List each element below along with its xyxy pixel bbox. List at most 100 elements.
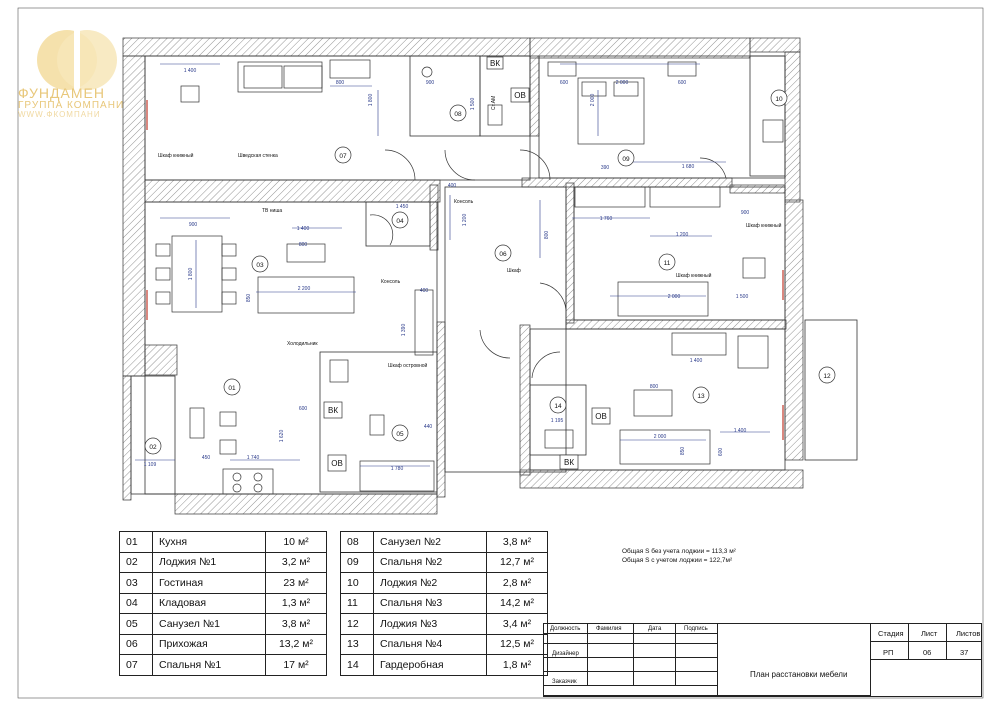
armchair-4 <box>737 335 769 369</box>
room-area: 17 м² <box>265 654 327 676</box>
room-name: Прихожая <box>152 633 266 655</box>
room-name: Лоджия №3 <box>373 613 487 635</box>
dim-800b: 800 <box>544 231 550 240</box>
room-number: 09 <box>340 551 374 573</box>
label-swedish-wall: Шведская стенка <box>238 153 278 159</box>
room-area: 13,2 м² <box>265 633 327 655</box>
dim-1500b: 1 500 <box>736 294 749 300</box>
stove <box>222 468 274 495</box>
dim-1400d: 1 400 <box>734 428 747 434</box>
bathtub <box>359 460 435 492</box>
room-area: 3,8 м² <box>265 613 327 635</box>
room-num-04: 04 <box>396 218 404 225</box>
doors <box>369 149 727 379</box>
label-island-wardrobe: Шкаф островной <box>388 362 427 369</box>
room-number: 12 <box>340 613 374 635</box>
room-number: 07 <box>119 654 153 676</box>
room-num-13: 13 <box>697 393 705 400</box>
room-num-07: 07 <box>339 153 347 160</box>
dimension-lines <box>135 63 770 467</box>
ob-label-1: ОВ <box>514 91 526 100</box>
room-number: 05 <box>119 613 153 635</box>
room-number: 14 <box>340 654 374 676</box>
bk-label-1: ВК <box>490 59 500 68</box>
room-name: Гостиная <box>152 572 266 594</box>
room-num-02: 02 <box>149 444 157 451</box>
room-number: 06 <box>119 633 153 655</box>
dim-850: 850 <box>246 294 252 303</box>
room-number: 03 <box>119 572 153 594</box>
room-name: Спальня №4 <box>373 633 487 655</box>
dim-1195: 1 195 <box>551 418 564 424</box>
room-number: 01 <box>119 531 153 553</box>
sheet-label: Лист <box>921 629 938 638</box>
room-name: Лоджия №1 <box>152 551 266 573</box>
dim-800d: 800 <box>650 384 659 390</box>
dim-1500a: 1 500 <box>470 98 476 111</box>
room-number: 08 <box>340 531 374 553</box>
room-number: 04 <box>119 592 153 614</box>
stamp-position-header: Должность <box>550 626 581 632</box>
logo-subtitle: ГРУППА КОМПАНИ <box>18 100 125 111</box>
room-name: Спальня №1 <box>152 654 266 676</box>
title-block: Должность Фамилия Дата Подпись Дизайнер … <box>543 623 982 697</box>
dim-600a: 600 <box>560 80 569 86</box>
interior-lines <box>130 55 858 495</box>
dim-800c: 800 <box>299 242 308 248</box>
dim-1390: 1 390 <box>401 324 407 337</box>
label-washer: Ст.АМ <box>491 96 497 110</box>
room-name: Кухня <box>152 531 266 553</box>
label-bookcase: Шкаф книжный <box>158 152 194 159</box>
logo-name: ФУНДАМЕН <box>18 85 105 101</box>
room-number: 13 <box>340 633 374 655</box>
service-boxes <box>323 56 611 472</box>
dim-1200b: 1 200 <box>676 232 689 238</box>
room-area: 10 м² <box>265 531 327 553</box>
room-number: 10 <box>340 572 374 594</box>
room-name: Спальня №3 <box>373 592 487 614</box>
dim-1620: 1 620 <box>279 430 285 443</box>
company-logo <box>37 30 117 90</box>
label-tv-niche: ТВ ниша <box>262 208 282 214</box>
room-num-10: 10 <box>775 96 783 103</box>
stage-label: Стадия <box>878 629 904 638</box>
dim-1400b: 1 400 <box>297 226 310 232</box>
dim-600h: 600 <box>718 448 724 457</box>
stamp-date-header: Дата <box>648 626 662 632</box>
room-name: Санузел №1 <box>152 613 266 635</box>
room-num-09: 09 <box>622 156 630 163</box>
room-name: Гардеробная <box>373 654 487 676</box>
room-area: 14,2 м² <box>486 592 548 614</box>
dim-2000c: 2 000 <box>668 294 681 300</box>
room-area: 3,4 м² <box>486 613 548 635</box>
room-num-14: 14 <box>554 403 562 410</box>
room-name: Спальня №2 <box>373 551 487 573</box>
ob-label-2: ОВ <box>331 459 343 468</box>
dim-2200: 2 200 <box>298 286 311 292</box>
wardrobe-hatch <box>574 186 646 208</box>
area-without-loggia: Общая S без учета лоджии = 113,3 м² <box>622 548 736 555</box>
room-num-11: 11 <box>664 260 671 267</box>
bk-label-3: ВК <box>564 458 574 467</box>
dining-table <box>171 235 223 313</box>
room-name: Санузел №2 <box>373 531 487 553</box>
dim-1780: 1 780 <box>391 466 404 472</box>
room-area: 12,5 м² <box>486 633 548 655</box>
sheet-frame <box>17 7 984 699</box>
dim-850b: 850 <box>680 447 686 456</box>
windows <box>146 100 784 440</box>
furniture <box>155 59 784 495</box>
dim-390: 390 <box>601 165 610 171</box>
label-bookcase-3: Шкаф книжный <box>676 272 712 279</box>
label-wardrobe: Шкаф <box>507 268 521 274</box>
sheet-value: 06 <box>923 648 932 657</box>
room-area: 1,3 м² <box>265 592 327 614</box>
